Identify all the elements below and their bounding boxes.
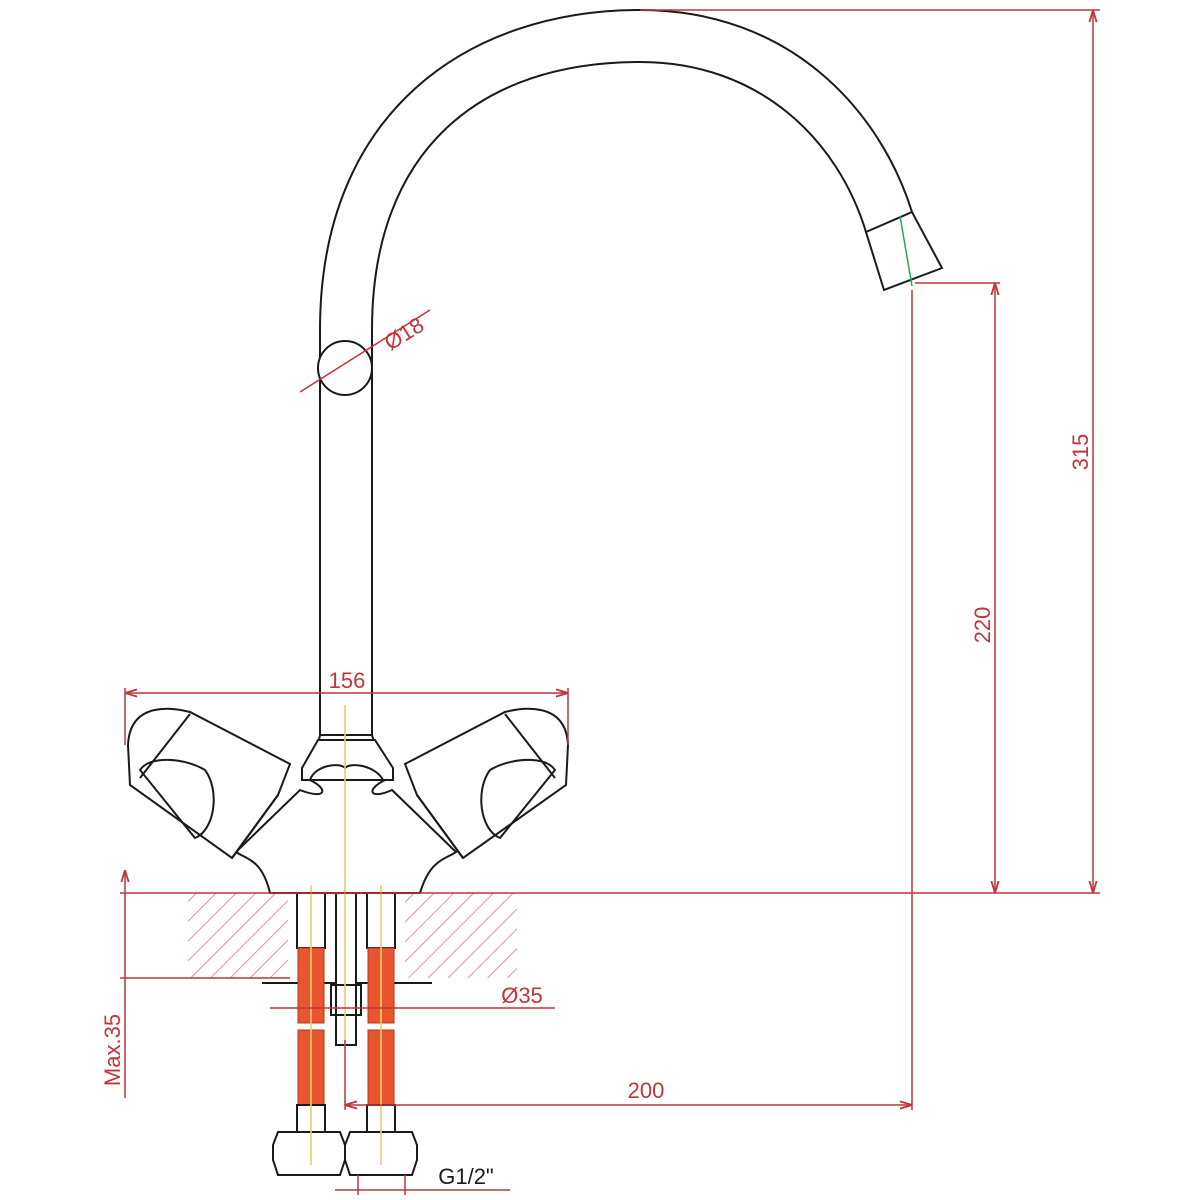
dim-label-spout-diameter: Ø18 <box>380 312 429 355</box>
mounting-nut <box>330 984 362 1016</box>
dim-label-reach: 200 <box>628 1078 665 1103</box>
aerator-nozzle <box>864 210 944 292</box>
right-handle <box>403 707 570 860</box>
faucet-body <box>234 734 458 894</box>
dim-label-mount-hole: Ø35 <box>501 983 543 1008</box>
countertop-section <box>188 893 517 984</box>
nut <box>301 739 394 781</box>
spout <box>319 8 944 735</box>
dim-label-handle-span: 156 <box>329 668 366 693</box>
dim-label-thread: G1/2" <box>438 1164 494 1189</box>
centerlines <box>310 705 382 1165</box>
dim-label-outlet-height: 220 <box>970 607 995 644</box>
mounting-stud <box>335 892 357 1046</box>
dimension-lines <box>120 9 1100 1195</box>
dim-label-total-height: 315 <box>1068 434 1093 471</box>
spout-section-circle <box>317 340 373 396</box>
dim-label-max-thickness: Max.35 <box>100 1014 125 1086</box>
left-handle <box>126 707 292 860</box>
